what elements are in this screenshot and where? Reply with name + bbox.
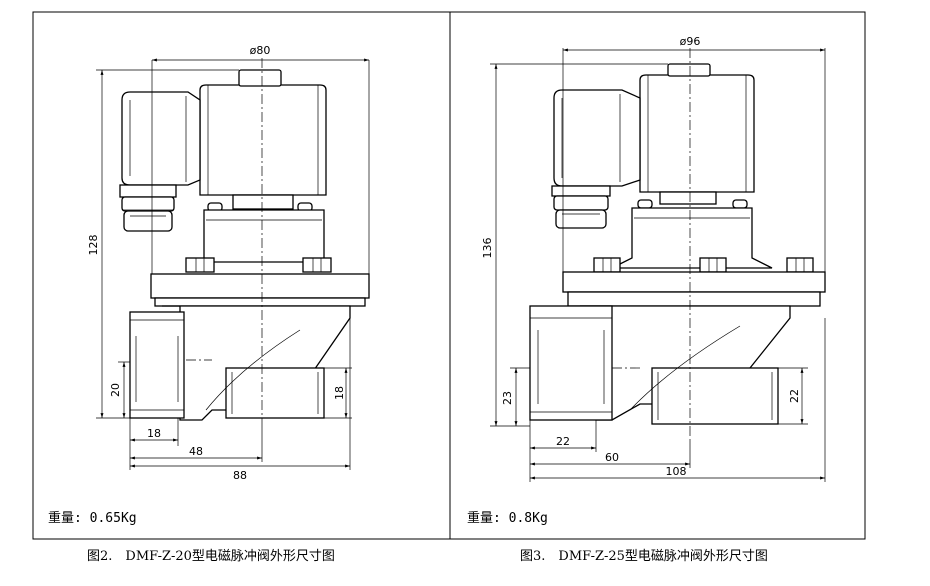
fig3-dim-diameter: ø96 [680, 35, 701, 48]
fig2-dim-port-right: 18 [333, 386, 346, 400]
fig3-caption: 图3. DMF-Z-25型电磁脉冲阀外形尺寸图 [520, 549, 768, 564]
fig2-dim-18: 18 [147, 427, 161, 440]
fig2-dim-diameter: ø80 [250, 44, 271, 57]
fig2-dim-48: 48 [189, 445, 203, 458]
fig3-dim-60: 60 [605, 451, 619, 464]
figure-2-drawing: ø80 128 20 18 18 48 88 [87, 44, 370, 482]
figure-3-drawing: ø96 136 23 22 22 60 108 [481, 35, 826, 482]
fig3-dim-22: 22 [556, 435, 570, 448]
fig3-dim-port-left: 23 [501, 391, 514, 405]
fig3-dim-port-right: 22 [788, 389, 801, 403]
fig2-dim-port-left: 20 [109, 383, 122, 397]
fig2-dim-88: 88 [233, 469, 247, 482]
fig3-dim-height: 136 [481, 238, 494, 259]
fig3-weight: 重量: 0.8Kg [467, 510, 548, 526]
fig2-caption: 图2. DMF-Z-20型电磁脉冲阀外形尺寸图 [87, 549, 335, 564]
fig2-dim-height: 128 [87, 235, 100, 256]
fig2-weight: 重量: 0.65Kg [48, 510, 137, 526]
fig3-dim-108: 108 [666, 465, 687, 478]
figure-3-frame [449, 11, 866, 540]
